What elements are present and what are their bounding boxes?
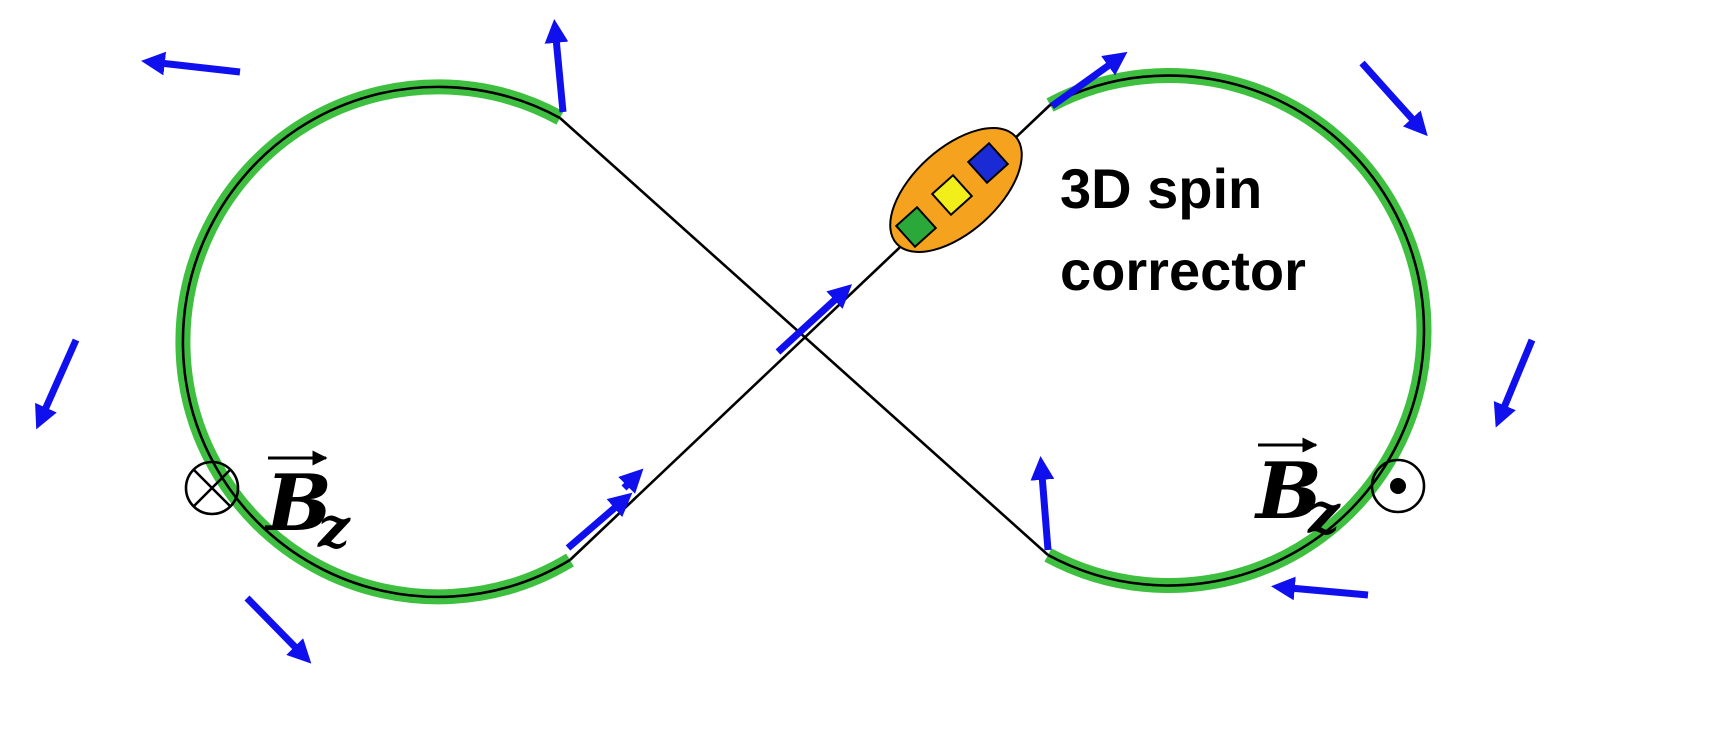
left-ring-orbit bbox=[181, 85, 571, 599]
spin-arrow bbox=[35, 338, 80, 430]
field-symbol-right: B bbox=[1254, 446, 1322, 537]
cross-circle-icon bbox=[184, 460, 240, 516]
spin-arrow bbox=[141, 51, 241, 76]
corrector-block-blue bbox=[966, 141, 1010, 185]
spin-arrow bbox=[565, 492, 633, 551]
field-label-right: B z bbox=[1254, 437, 1426, 547]
field-subscript-left: z bbox=[317, 495, 351, 561]
dot-circle-icon bbox=[1370, 458, 1426, 514]
orbit bbox=[181, 74, 1426, 599]
left-arc-band bbox=[175, 79, 574, 605]
corrector-label-line1: 3D spin bbox=[1060, 157, 1262, 220]
corrector-label-line2: corrector bbox=[1060, 239, 1306, 302]
field-label-left: B z bbox=[184, 450, 351, 561]
spin-arrow bbox=[1049, 51, 1128, 109]
spin-arrow bbox=[775, 284, 853, 355]
field-subscript-right: z bbox=[1307, 481, 1341, 547]
spin-arrow bbox=[1359, 60, 1428, 137]
spin-corrector bbox=[889, 127, 1023, 253]
corrector-block-green bbox=[894, 205, 938, 249]
corrector-block-yellow bbox=[930, 173, 974, 217]
spin-arrow bbox=[544, 19, 569, 113]
spin-arrow bbox=[1030, 456, 1055, 551]
right-arc-band bbox=[1044, 68, 1432, 593]
spin-arrow bbox=[1271, 576, 1369, 601]
spin-arrow bbox=[244, 595, 312, 664]
spin-arrow bbox=[1493, 338, 1536, 428]
spin-arrow bbox=[618, 468, 644, 494]
field-symbol-left: B bbox=[264, 458, 332, 549]
spin-arrows bbox=[35, 19, 1536, 664]
right-ring-orbit bbox=[1047, 74, 1426, 587]
